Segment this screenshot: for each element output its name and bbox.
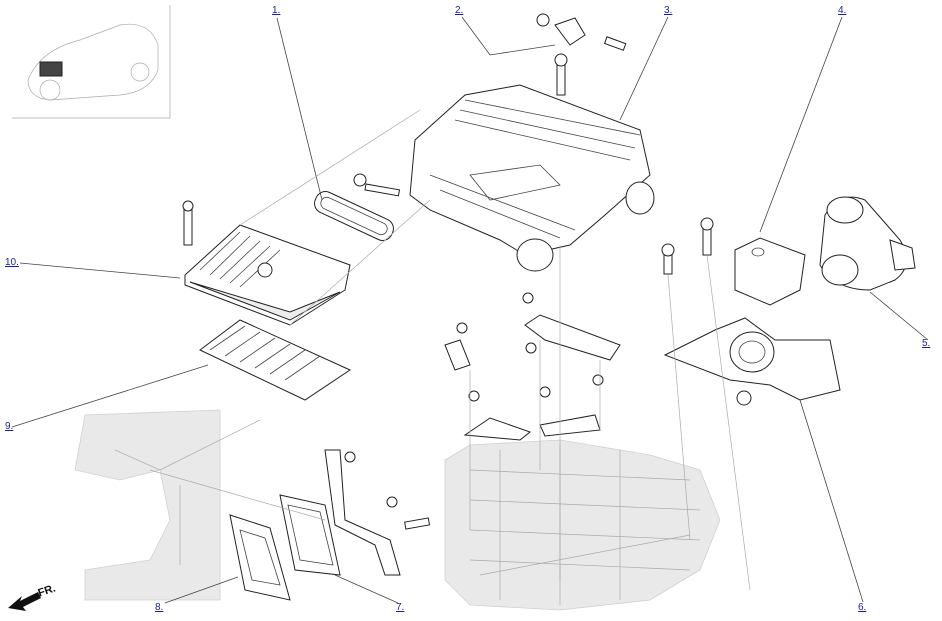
resonator [734,237,806,306]
air-cleaner-cover [182,200,351,326]
callout-6[interactable]: 6. [858,602,867,613]
callout-7[interactable]: 7. [396,602,405,613]
ecu-module [279,494,341,576]
leader-lines [11,16,929,604]
ghost-engine-block [444,439,721,611]
callout-2[interactable]: 2. [455,5,464,16]
callout-8[interactable]: 8. [155,602,164,613]
callout-9[interactable]: 9. [5,421,14,432]
lower-intake-duct [663,317,841,406]
air-filter-element [199,319,352,401]
callout-3[interactable]: 3. [664,5,673,16]
vehicle-locator-icon [12,5,171,119]
front-direction-arrow-icon [8,592,41,611]
callout-4[interactable]: 4. [838,5,847,16]
air-cleaner-housing [409,84,655,272]
callout-5[interactable]: 5. [922,338,931,349]
air-cleaner-seal [314,191,394,241]
guide-lines [114,109,751,591]
ghost-body-frame [74,409,221,601]
callout-10[interactable]: 10. [5,257,19,268]
intake-duct [819,196,916,291]
ecu-cover [229,514,291,601]
mounting-brackets [444,292,621,441]
callout-1[interactable]: 1. [272,5,281,16]
ecu-bracket [324,449,431,576]
housing-bolts [353,173,714,275]
intake-sensor [536,13,627,96]
